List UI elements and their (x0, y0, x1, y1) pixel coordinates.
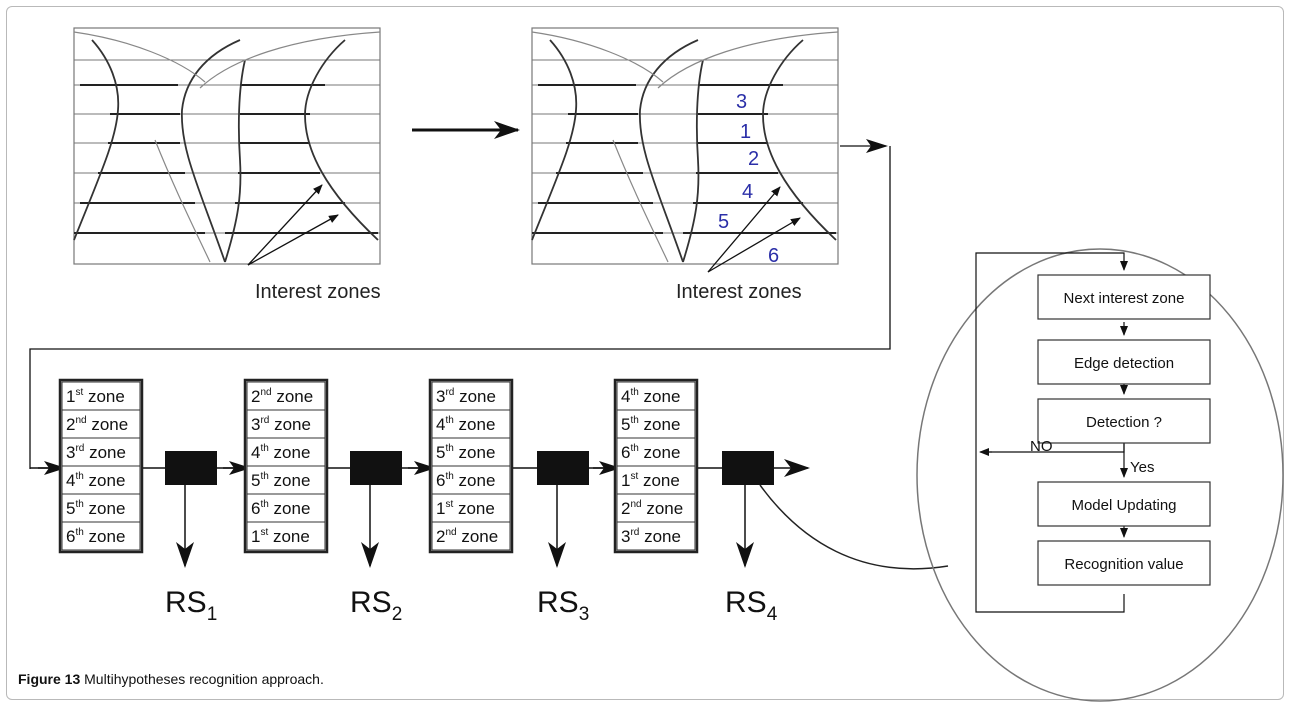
processing-box (537, 451, 589, 485)
zone-item: 3rd zone (251, 415, 311, 434)
zone-item: 4th zone (436, 415, 495, 434)
pipeline-connector (29, 139, 891, 469)
zone-number-6: 6 (768, 245, 779, 267)
flowchart-step-label: Edge detection (1074, 355, 1174, 372)
zone-item: 2nd zone (621, 499, 683, 518)
left-road-panel: Interest zones (73, 27, 381, 303)
zone-item: 2nd zone (66, 415, 128, 434)
zone-item: 1st zone (251, 527, 310, 546)
caption-label: Figure 13 (18, 671, 81, 687)
zone-list-3: 3rd zone 4th zone 5th zone 6th zone 1st zone… (428, 378, 514, 554)
zone-item: 3rd zone (66, 443, 126, 462)
zone-number-3: 3 (736, 91, 747, 113)
zoom-connector (759, 484, 949, 570)
result-label: RS4 (725, 586, 778, 625)
flowchart-step-label: Next interest zone (1064, 290, 1185, 307)
zone-number-5: 5 (718, 211, 729, 233)
zone-item: 6th zone (66, 527, 125, 546)
zone-item: 2nd zone (436, 527, 498, 546)
zone-item: 3rd zone (621, 527, 681, 546)
hypotheses-pipeline: 1st zone 2nd zone 3rd zone 4th zone 5th zone… (30, 378, 810, 625)
zone-item: 5th zone (621, 415, 680, 434)
result-label: RS1 (165, 586, 217, 625)
zone-list-4: 4th zone 5th zone 6th zone 1st zone 2nd zone… (613, 378, 699, 554)
flowchart-step-3: Detection ? (1037, 398, 1211, 444)
flowchart-ellipse (916, 248, 1284, 702)
flowchart-step-label: Detection ? (1086, 414, 1162, 431)
right-road-panel: 3 1 2 4 5 6 Interest zones (531, 27, 839, 303)
result-label: RS3 (537, 586, 589, 625)
zone-item: 6th zone (436, 471, 495, 490)
flowchart-step-5: Recognition value (1037, 540, 1211, 586)
zone-number-4: 4 (742, 181, 753, 203)
right-panel-label: Interest zones (676, 281, 802, 303)
result-label: RS2 (350, 586, 402, 625)
no-label: NO (1030, 438, 1053, 455)
flowchart-step-4: Model Updating (1037, 481, 1211, 527)
yes-label: Yes (1130, 459, 1154, 476)
zone-item: 1st zone (436, 499, 495, 518)
processing-box (722, 451, 774, 485)
processing-box (165, 451, 217, 485)
caption-text: Multihypotheses recognition approach. (80, 671, 324, 687)
zone-number-1: 1 (740, 121, 751, 143)
flowchart-step-label: Model Updating (1071, 497, 1176, 514)
zone-number-2: 2 (748, 148, 759, 170)
zone-list-2: 2nd zone 3rd zone 4th zone 5th zone 6th zone… (243, 378, 329, 554)
flowchart-step-1: Next interest zone (1037, 274, 1211, 320)
zone-item: 5th zone (66, 499, 125, 518)
zone-item: 6th zone (621, 443, 680, 462)
zone-item: 1st zone (621, 471, 680, 490)
zone-item: 1st zone (66, 387, 125, 406)
zone-item: 4th zone (621, 387, 680, 406)
zone-item: 6th zone (251, 499, 310, 518)
figure-caption: Figure 13 Multihypotheses recognition ap… (18, 671, 324, 687)
zone-item: 2nd zone (251, 387, 313, 406)
zone-item: 4th zone (251, 443, 310, 462)
zone-item: 5th zone (436, 443, 495, 462)
flowchart-step-2: Edge detection (1037, 339, 1211, 385)
processing-box (350, 451, 402, 485)
zone-list-1: 1st zone 2nd zone 3rd zone 4th zone 5th zone… (58, 378, 144, 554)
left-panel-label: Interest zones (255, 281, 381, 303)
zone-item: 5th zone (251, 471, 310, 490)
zone-item: 4th zone (66, 471, 125, 490)
zone-item: 3rd zone (436, 387, 496, 406)
flowchart-step-label: Recognition value (1064, 556, 1183, 573)
